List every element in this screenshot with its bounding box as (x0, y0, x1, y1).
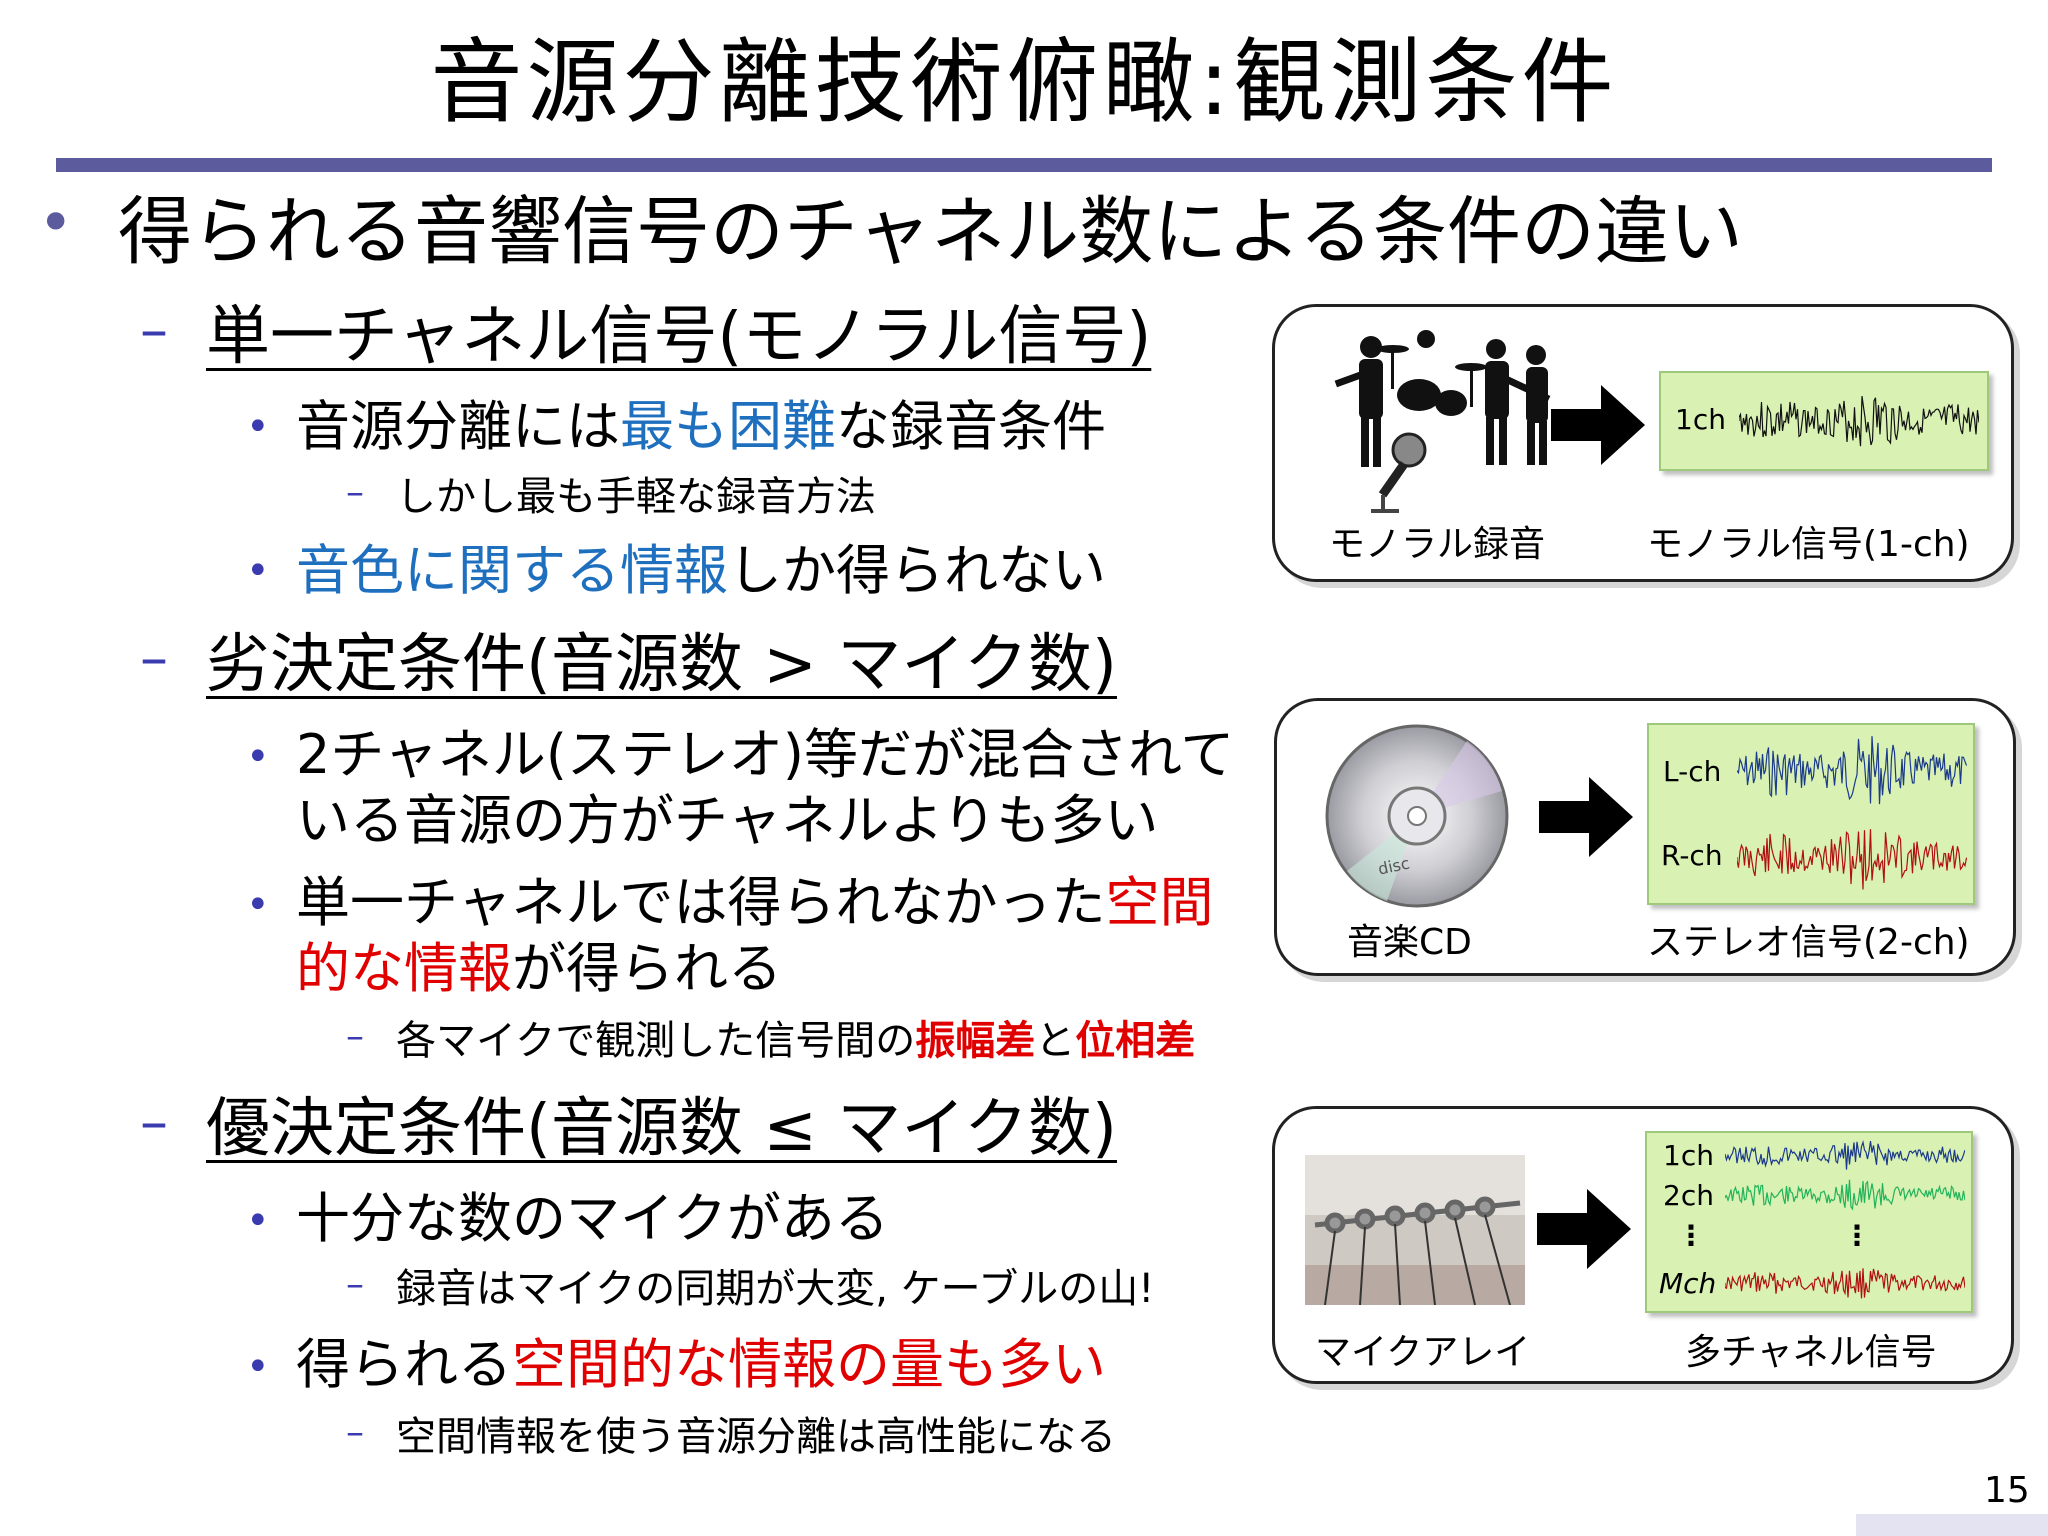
section1-heading: 単一チャネル信号(モノラル信号) (206, 300, 1152, 374)
s1-sub-text: しかし最も手軽な録音方法 (396, 474, 876, 520)
s2-sub-hl1: 振幅差 (915, 1018, 1036, 1064)
s1-sub-dash: – (346, 472, 364, 513)
s1-bullet1-dot: • (246, 404, 270, 450)
corner-bar (1856, 1514, 2048, 1536)
s2-b2-highlight2: 的な情報 (296, 937, 512, 1000)
arrow-right-icon (1551, 385, 1645, 465)
s1-bullet1: 音源分離には最も困難な録音条件 (296, 392, 1106, 462)
s1-b2-highlight: 音色に関する情報 (296, 539, 728, 602)
s2-sub-dash: – (346, 1016, 364, 1057)
stereo-r-label: R-ch (1661, 839, 1723, 872)
multi-vdots-left: ⋮ (1677, 1219, 1705, 1252)
main-bullet-text: 得られる音響信号のチャネル数による条件の違い (118, 189, 1744, 275)
s1-b1-post: な録音条件 (836, 395, 1106, 458)
stereo-left-caption: 音楽CD (1347, 922, 1472, 963)
arrow-right-icon (1539, 777, 1633, 857)
multi-right-caption: 多チャネル信号 (1685, 1332, 1937, 1373)
section2-dash: – (140, 626, 168, 691)
s2-bullet2-line1: 単一チャネルでは得られなかった空間 (296, 868, 1213, 938)
s2-sub-text: 各マイクで観測した信号間の振幅差と位相差 (396, 1014, 1195, 1068)
s2-bullet2-line2: 的な情報が得られる (296, 934, 782, 1004)
s3-b2-pre: 得られる (296, 1333, 512, 1396)
mono-waveform (1739, 396, 1979, 447)
s3-bullet1-dot: • (246, 1198, 270, 1244)
stereo-panel: disc L-ch R-ch 音楽CD ステレオ信号(2-ch) (1274, 698, 2016, 976)
s3-sub1-text: 録音はマイクの同期が大変, ケーブルの山! (396, 1266, 1155, 1312)
s1-b1-pre: 音源分離には (296, 395, 620, 458)
s3-sub2-text: 空間情報を使う音源分離は高性能になる (396, 1414, 1116, 1460)
s1-bullet2-dot: • (246, 548, 270, 594)
stereo-wave-box: L-ch R-ch (1647, 723, 1975, 905)
s1-bullet2: 音色に関する情報しか得られない (296, 536, 1106, 606)
mono-left-caption: モノラル録音 (1329, 524, 1546, 565)
section3-dash: – (140, 1090, 168, 1155)
s3-sub1-dash: – (346, 1264, 364, 1305)
s3-bullet2: 得られる空間的な情報の量も多い (296, 1330, 1106, 1400)
multi-wave-box: 1ch 2ch ⋮ ⋮ Mch (1645, 1131, 1973, 1313)
s2-b2-highlight1: 空間 (1105, 871, 1214, 934)
section2-heading: 劣決定条件(音源数 > マイク数) (206, 628, 1117, 702)
title-rule (56, 158, 1992, 172)
s2-bullet2-dot: • (246, 882, 270, 928)
stereo-right-caption: ステレオ信号(2-ch) (1647, 922, 1970, 963)
s1-b1-highlight: 最も困難 (620, 395, 836, 458)
s2-sub-mid: と (1035, 1018, 1076, 1064)
multi-panel: 1ch 2ch ⋮ ⋮ Mch マイクアレイ 多チャネル信号 (1272, 1106, 2014, 1384)
s2-b2-pre: 単一チャネルでは得られなかった (296, 871, 1106, 934)
section3-heading: 優決定条件(音源数 ≤ マイク数) (206, 1092, 1117, 1166)
s3-b2-highlight: 空間的な情報の量も多い (512, 1333, 1106, 1396)
stereo-r-waveform (1737, 829, 1967, 890)
mono-wave-box: 1ch (1659, 371, 1989, 471)
microphone-icon (1371, 432, 1427, 513)
mono-panel: 1ch モノラル録音 モノラル信号(1-ch) (1272, 304, 2014, 582)
stereo-l-waveform (1737, 736, 1967, 805)
multi-2ch-label: 2ch (1663, 1179, 1714, 1212)
multi-mch-label: Mch (1659, 1267, 1717, 1300)
s2-bullet1-line1: 2チャネル(ステレオ)等だが混合されて (296, 723, 1235, 786)
band-silhouette-icon (1334, 330, 1551, 513)
main-bullet-dot: • (38, 188, 74, 258)
multi-2ch-waveform (1725, 1179, 1965, 1211)
s3-sub2-dash: – (346, 1412, 364, 1453)
s3-bullet1: 十分な数のマイクがある (296, 1187, 889, 1250)
multi-1ch-label: 1ch (1663, 1139, 1714, 1172)
mono-right-caption: モノラル信号(1-ch) (1647, 524, 1970, 565)
mic-array-photo-icon (1305, 1155, 1525, 1305)
s2-b2-post: が得られる (512, 937, 782, 1000)
s2-bullet1-dot: • (246, 734, 270, 780)
multi-vdots-right: ⋮ (1843, 1219, 1871, 1252)
s2-bullet1-line2: いる音源の方がチャネルよりも多い (296, 789, 1159, 852)
arrow-right-icon (1537, 1189, 1631, 1269)
mono-ch-label: 1ch (1675, 403, 1726, 436)
multi-left-caption: マイクアレイ (1315, 1332, 1531, 1373)
s2-sub-pre: 各マイクで観測した信号間の (396, 1018, 916, 1064)
s2-sub-hl2: 位相差 (1075, 1018, 1196, 1064)
page-title: 音源分離技術俯瞰:観測条件 (430, 29, 1618, 136)
page-number: 15 (1984, 1470, 2030, 1511)
multi-mch-waveform (1725, 1268, 1965, 1299)
cd-disc-icon: disc (1325, 724, 1509, 908)
s3-bullet2-dot: • (246, 1344, 270, 1390)
section1-dash: – (140, 298, 168, 363)
multi-1ch-waveform (1725, 1140, 1965, 1170)
s1-b2-post: しか得られない (728, 539, 1106, 602)
stereo-l-label: L-ch (1663, 755, 1722, 788)
